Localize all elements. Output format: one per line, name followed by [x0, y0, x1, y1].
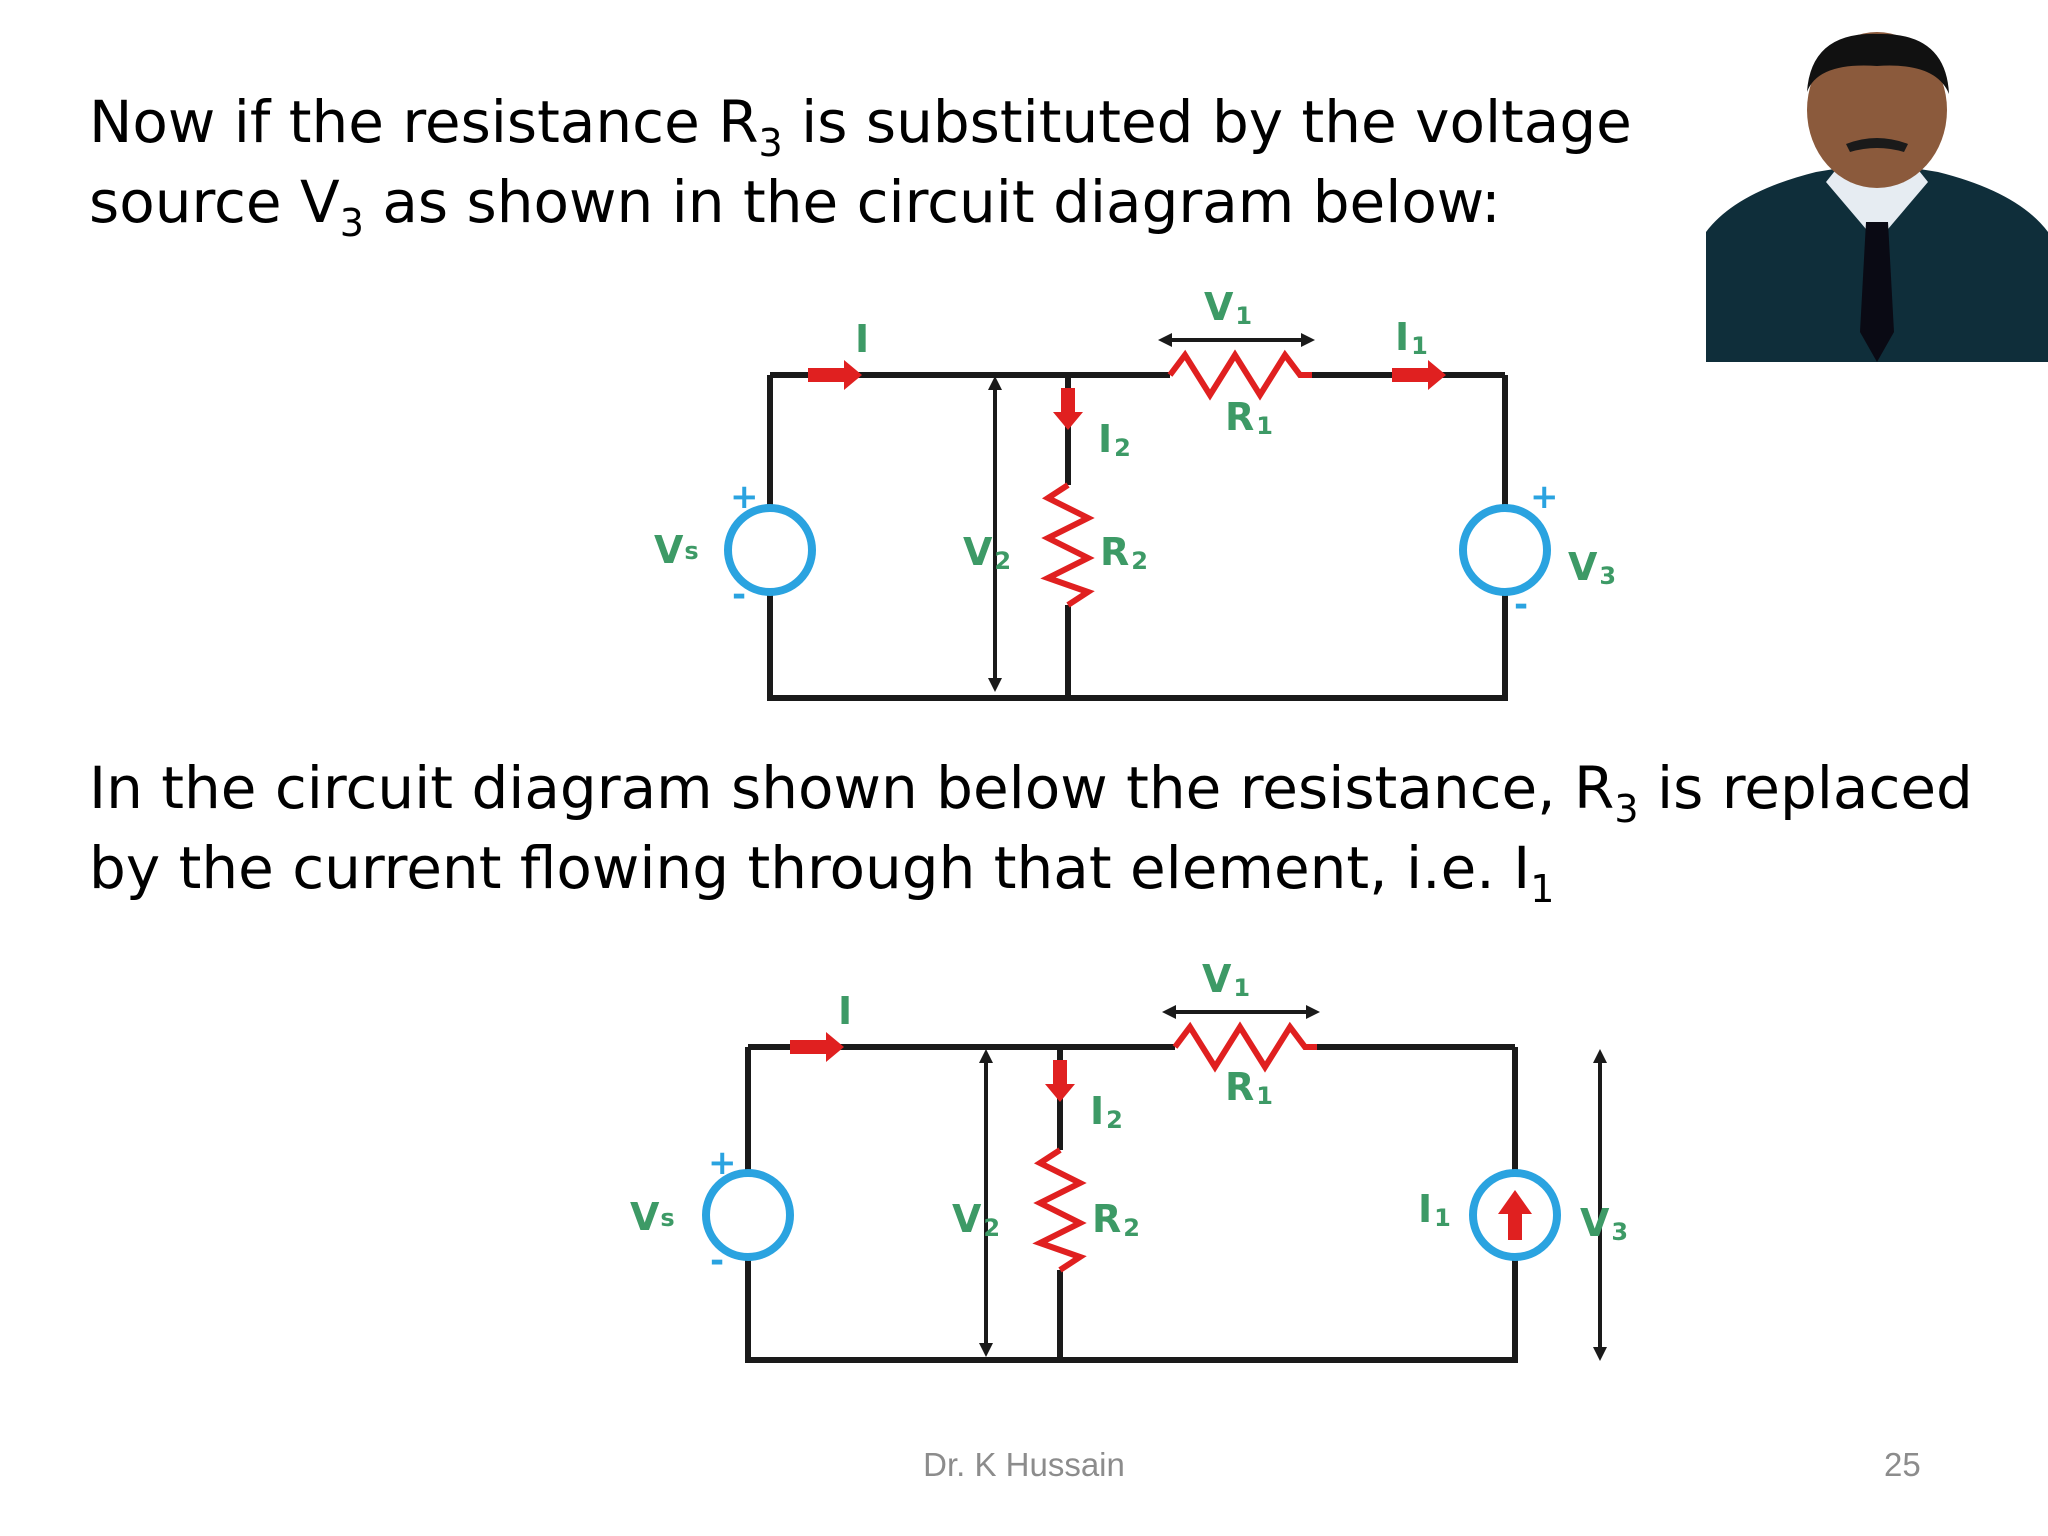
para2-sub-c: 1	[1530, 867, 1555, 911]
label-r1: R1	[1225, 395, 1273, 440]
v3-arrow	[1593, 1049, 1607, 1361]
label-i: I	[838, 989, 852, 1033]
presenter-photo	[1706, 32, 2048, 362]
vs-source-circle	[724, 504, 816, 596]
label-v2: V2	[952, 1197, 1000, 1242]
vs-plus: +	[730, 477, 759, 517]
label-v1: V1	[1202, 957, 1250, 1002]
page-number: 25	[1884, 1446, 1921, 1483]
r2-resistor	[1032, 1147, 1087, 1273]
label-v3: V3	[1568, 545, 1616, 590]
label-i1: I1	[1395, 315, 1428, 360]
label-v2: V2	[963, 530, 1011, 575]
para1-text-b: is substituted by the voltage	[782, 88, 1632, 156]
label-r1: R1	[1225, 1065, 1273, 1110]
para2-sub-a: 3	[1614, 787, 1639, 831]
intro-paragraph: Now if the resistance R3 is substituted …	[89, 82, 1632, 242]
para2-text-a: In the circuit diagram shown below the r…	[89, 754, 1615, 822]
v2-arrow	[988, 376, 1002, 692]
vs-source-circle	[702, 1169, 794, 1261]
circuit2-wires	[745, 1044, 1518, 1363]
r1-resistor	[1172, 1021, 1317, 1073]
label-r2: R2	[1100, 530, 1148, 575]
label-r2: R2	[1092, 1197, 1140, 1242]
replacement-paragraph: In the circuit diagram shown below the r…	[89, 748, 1973, 908]
label-vs: Vs	[630, 1195, 675, 1239]
vs-plus: +	[708, 1143, 737, 1183]
current-i1-arrow	[1392, 360, 1446, 390]
circuit1-wires	[767, 372, 1508, 701]
current-source-arrow	[1498, 1190, 1532, 1240]
para2-text-c: by the current flowing through that elem…	[89, 834, 1531, 902]
r2-resistor	[1040, 482, 1095, 608]
r1-resistor	[1167, 349, 1312, 401]
v1-arrow	[1158, 333, 1315, 347]
vs-minus: -	[732, 575, 746, 615]
label-vs: Vs	[654, 528, 699, 572]
v2-arrow	[979, 1049, 993, 1357]
current-i2-arrow	[1053, 388, 1083, 430]
label-v1: V1	[1204, 285, 1252, 330]
circuit-current-source: I V1 R1 I2 V2 R2 Vs I1 V3 + -	[630, 957, 1628, 1363]
v3-plus: +	[1530, 477, 1559, 517]
para1-text-a: Now if the resistance R	[89, 88, 759, 156]
circuit-voltage-source: I V1 R1 I1 I2 V2 R2 Vs V3 + - + -	[654, 285, 1616, 701]
v3-minus: -	[1514, 585, 1528, 625]
label-i: I	[855, 317, 869, 361]
label-i1: I1	[1418, 1187, 1451, 1232]
v3-source-circle	[1459, 504, 1551, 596]
para2-text-b: is replaced	[1638, 754, 1973, 822]
label-i2: I2	[1098, 417, 1131, 462]
current-i-arrow	[790, 1032, 844, 1062]
label-i2: I2	[1090, 1089, 1123, 1134]
current-i2-arrow	[1045, 1060, 1075, 1102]
v1-arrow	[1162, 1005, 1320, 1019]
para1-text-c: source V	[89, 168, 340, 236]
current-i-arrow	[808, 360, 862, 390]
footer-author: Dr. K Hussain	[923, 1446, 1125, 1483]
para1-sub-a: 3	[758, 121, 783, 165]
vs-minus: -	[710, 1241, 724, 1281]
para1-sub-c: 3	[339, 201, 364, 245]
label-v3: V3	[1580, 1201, 1628, 1246]
para1-text-d: as shown in the circuit diagram below:	[363, 168, 1501, 236]
